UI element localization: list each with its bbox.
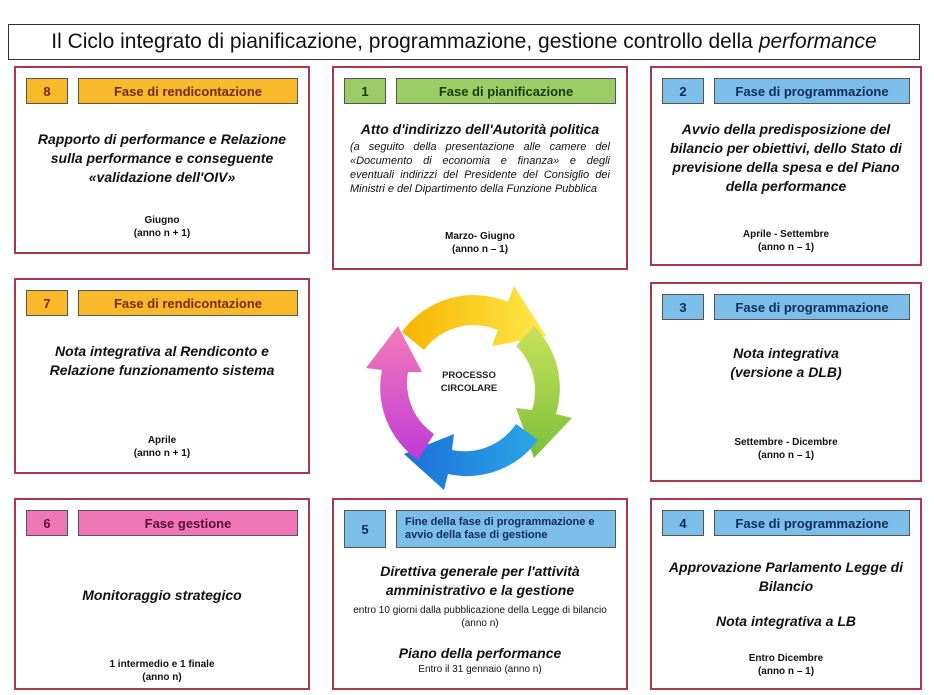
card-phase-8: 8 Fase di rendicontazione Rapporto di pe…	[14, 66, 310, 254]
phase-main-text: Nota integrativa al Rendiconto e Relazio…	[49, 343, 275, 378]
phase-year: (anno n – 1)	[757, 450, 815, 461]
card-phase-6: 6 Fase gestione Monitoraggio strategico …	[14, 498, 310, 690]
card-phase-7: 7 Fase di rendicontazione Nota integrati…	[14, 278, 310, 474]
card-phase-2: 2 Fase di programmazione Avvio della pre…	[650, 66, 922, 266]
phase-date: 1 intermedio e 1 finale	[109, 659, 215, 670]
phase-number: 4	[662, 510, 704, 536]
phase-label: Fase di pianificazione	[396, 78, 616, 104]
phase-label: Fine della fase di programmazione e avvi…	[396, 510, 616, 548]
phase-number: 7	[26, 290, 68, 316]
card-phase-5: 5 Fine della fase di programmazione e av…	[332, 498, 628, 690]
phase-label: Fase di rendicontazione	[78, 290, 298, 316]
phase-year: (anno n – 1)	[757, 242, 815, 253]
phase-main-text: Monitoraggio strategico	[82, 587, 242, 603]
phase-date: Marzo- Giugno	[445, 231, 515, 242]
phase-note-2: Entro il 31 gennaio (anno n)	[418, 664, 542, 675]
title-italic: performance	[758, 30, 877, 53]
phase-number: 3	[662, 294, 704, 320]
phase-label: Fase di programmazione	[714, 510, 910, 536]
circular-process-diagram: PROCESSO CIRCOLARE	[366, 286, 572, 490]
arrow-green	[516, 326, 572, 458]
phase-label: Fase di programmazione	[714, 294, 910, 320]
phase-number: 6	[26, 510, 68, 536]
phase-label: Fase gestione	[78, 510, 298, 536]
phase-main-text: Atto d'indirizzo dell'Autorità politica	[360, 121, 600, 137]
phase-year: (anno n + 1)	[133, 228, 191, 239]
phase-main-text: Direttiva generale per l'attività ammini…	[380, 563, 580, 598]
phase-main-text: Nota integrativa (versione a DLB)	[730, 345, 842, 380]
phase-number: 8	[26, 78, 68, 104]
phase-number: 1	[344, 78, 386, 104]
phase-date: Giugno	[144, 215, 180, 226]
phase-main-text: Avvio della predisposizione del bilancio…	[670, 121, 902, 194]
arrow-yellow	[402, 286, 546, 350]
page-title: Il Ciclo integrato di pianificazione, pr…	[8, 24, 920, 60]
phase-date: Aprile	[147, 435, 177, 446]
center-label-line2: CIRCOLARE	[441, 383, 497, 394]
phase-note: entro 10 giorni dalla pubblicazione dell…	[353, 605, 607, 629]
phase-year: (anno n – 1)	[451, 244, 509, 255]
phase-main-text-2: Piano della performance	[398, 645, 562, 661]
phase-main-text-2: Nota integrativa a LB	[715, 613, 857, 629]
phase-number: 5	[344, 510, 386, 548]
phase-number: 2	[662, 78, 704, 104]
phase-date: Aprile - Settembre	[742, 229, 830, 240]
phase-date: Settembre - Dicembre	[734, 437, 838, 448]
phase-main-text: Rapporto di performance e Relazione sull…	[37, 131, 287, 185]
phase-label: Fase di programmazione	[714, 78, 910, 104]
phase-year: (anno n)	[142, 672, 182, 683]
phase-label: Fase di rendicontazione	[78, 78, 298, 104]
center-label-line1: PROCESSO	[442, 370, 496, 381]
phase-main-text: Approvazione Parlamento Legge di Bilanci…	[668, 559, 904, 594]
card-phase-3: 3 Fase di programmazione Nota integrativ…	[650, 282, 922, 482]
card-phase-1: 1 Fase di pianificazione Atto d'indirizz…	[332, 66, 628, 270]
arrow-blue	[404, 424, 538, 490]
title-main: Il Ciclo integrato di pianificazione, pr…	[51, 30, 753, 53]
arrow-pink	[366, 326, 434, 460]
phase-date: Entro Dicembre	[748, 653, 824, 664]
phase-year: (anno n + 1)	[133, 448, 191, 459]
card-phase-4: 4 Fase di programmazione Approvazione Pa…	[650, 498, 922, 690]
phase-sub-text: (a seguito della presentazione alle came…	[350, 141, 610, 195]
phase-year: (anno n – 1)	[757, 666, 815, 677]
